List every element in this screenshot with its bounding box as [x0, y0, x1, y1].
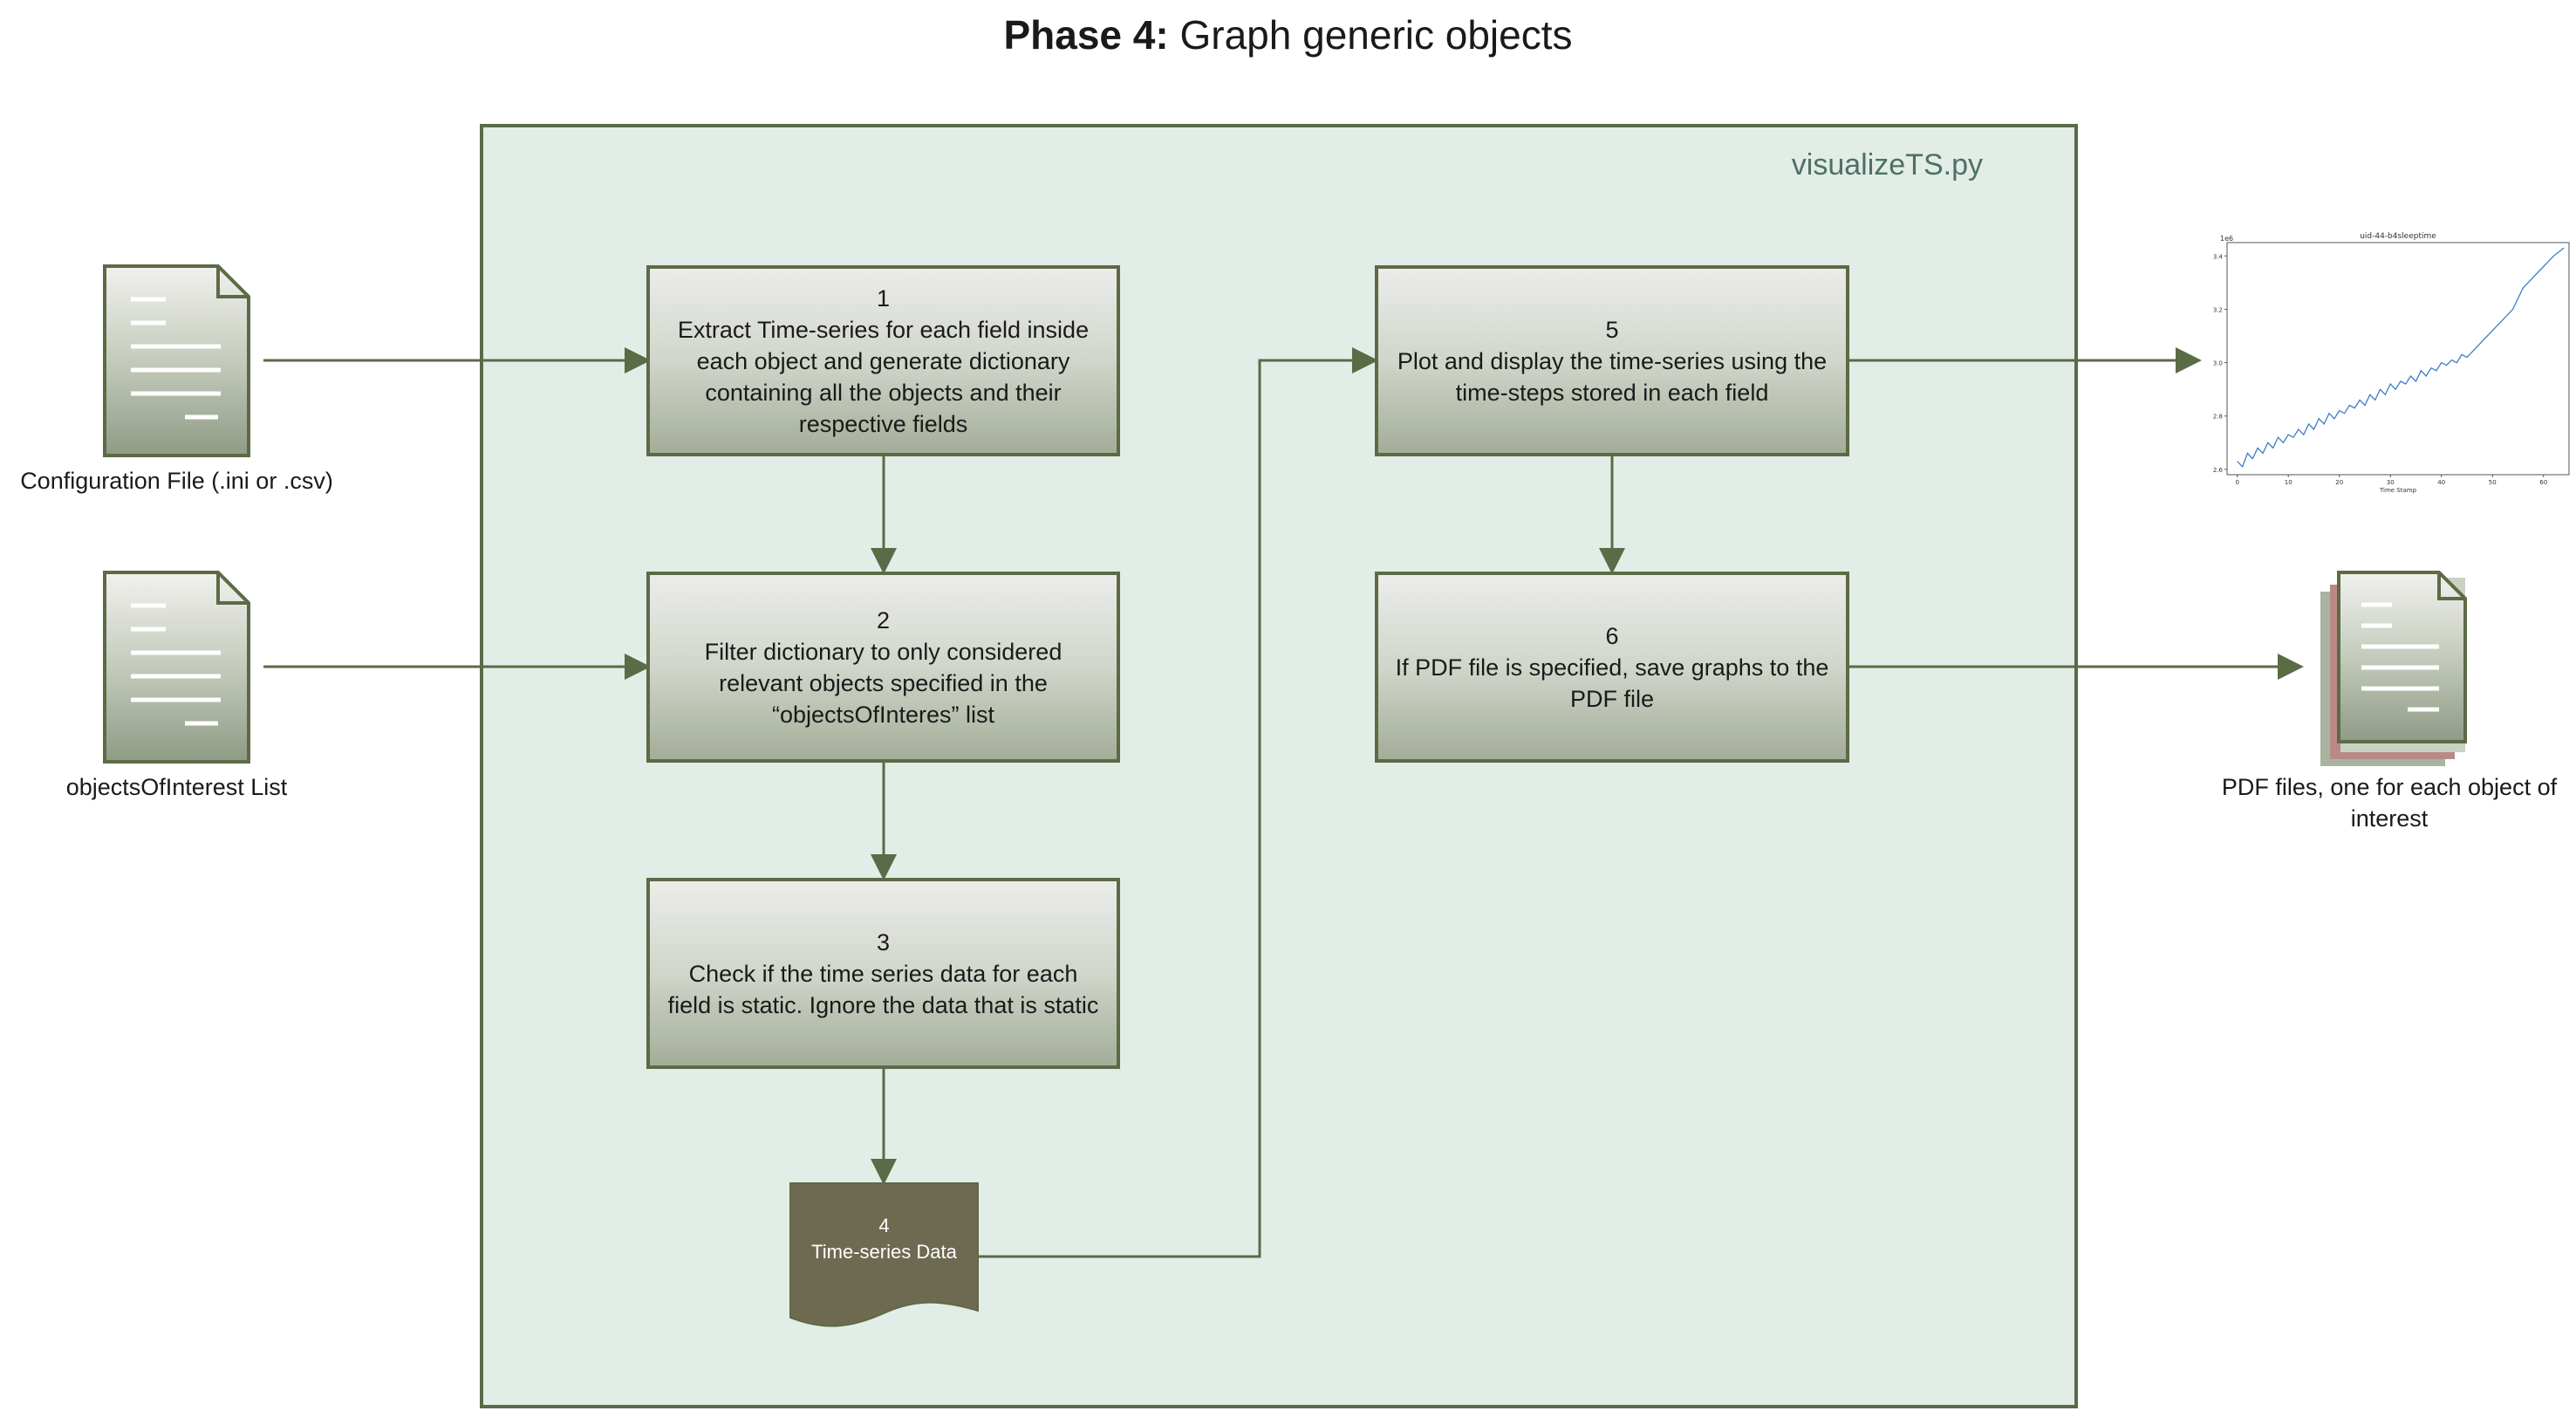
step-5-number: 5: [1605, 316, 1619, 343]
title-text: Graph generic objects: [1168, 12, 1573, 58]
step-6-box: 6 If PDF file is specified, save graphs …: [1375, 572, 1849, 763]
pdf-files-label: PDF files, one for each object of intere…: [2221, 774, 2558, 832]
step-2-text: Filter dictionary to only considered rel…: [704, 638, 1063, 728]
chart-x-axis-label: Time Stamp: [2379, 487, 2417, 494]
arrow-step4-to-step5: [978, 347, 1378, 1258]
step-3-box: 3 Check if the time series data for each…: [646, 878, 1120, 1069]
objects-list-label: objectsOfInterest List: [65, 774, 288, 800]
timeseries-chart: uid-44-b4sleeptime 1e6 0 10 20 30 40 50 60 2.6 2.8…: [2213, 232, 2570, 494]
chart-x-tick-label: 10: [2285, 479, 2292, 486]
chart-y-tick-label: 2.6: [2213, 467, 2224, 474]
step-5-text: Plot and display the time-series using t…: [1397, 347, 1828, 406]
chart-y-tick-label: 3.4: [2213, 253, 2224, 260]
step-1-text: Extract Time-series for each field insid…: [677, 316, 1090, 437]
step-1-box: 1 Extract Time-series for each field ins…: [646, 265, 1120, 456]
step-2-box: 2 Filter dictionary to only considered r…: [646, 572, 1120, 763]
chart-scale-label: 1e6: [2220, 235, 2233, 243]
chart-y-tick-label: 3.2: [2213, 306, 2223, 313]
data-shape-step-4: [789, 1182, 979, 1327]
step-6-number: 6: [1605, 622, 1619, 649]
config-file-icon: [103, 264, 250, 457]
chart-x-tick-label: 0: [2235, 479, 2238, 486]
chart-title: uid-44-b4sleeptime: [2360, 232, 2436, 241]
step-4-label: 4 Time-series Data: [790, 1213, 978, 1265]
config-file-label: Configuration File (.ini or .csv): [20, 468, 333, 494]
diagram-title: Phase 4: Graph generic objects: [0, 7, 2576, 63]
step-1-number: 1: [876, 284, 891, 312]
objects-list-icon: [103, 571, 250, 764]
chart-y-tick-label: 3.0: [2213, 360, 2223, 367]
chart-x-tick-label: 60: [2539, 479, 2547, 486]
chart-x-tick-label: 40: [2437, 479, 2445, 486]
chart-x-tick-label: 50: [2489, 479, 2497, 486]
container-label: visualizeTS.py: [1791, 148, 1983, 182]
chart-y-tick-label: 2.8: [2213, 414, 2223, 421]
chart-series-line-0: [2237, 247, 2565, 468]
chart-x-tick-label: 30: [2387, 479, 2395, 486]
pdf-files-icon: [2320, 571, 2467, 766]
step-3-text: Check if the time series data for each f…: [667, 960, 1099, 1018]
title-phase: Phase 4:: [1003, 12, 1169, 58]
chart-plot-frame: [2226, 242, 2570, 476]
step-3-number: 3: [876, 928, 891, 956]
step-4-number: 4: [878, 1215, 890, 1236]
step-2-number: 2: [876, 606, 891, 634]
step-5-box: 5 Plot and display the time-series using…: [1375, 265, 1849, 456]
step-6-text: If PDF file is specified, save graphs to…: [1395, 654, 1829, 712]
step-4-text: Time-series Data: [811, 1241, 957, 1263]
chart-x-tick-label: 20: [2335, 479, 2343, 486]
